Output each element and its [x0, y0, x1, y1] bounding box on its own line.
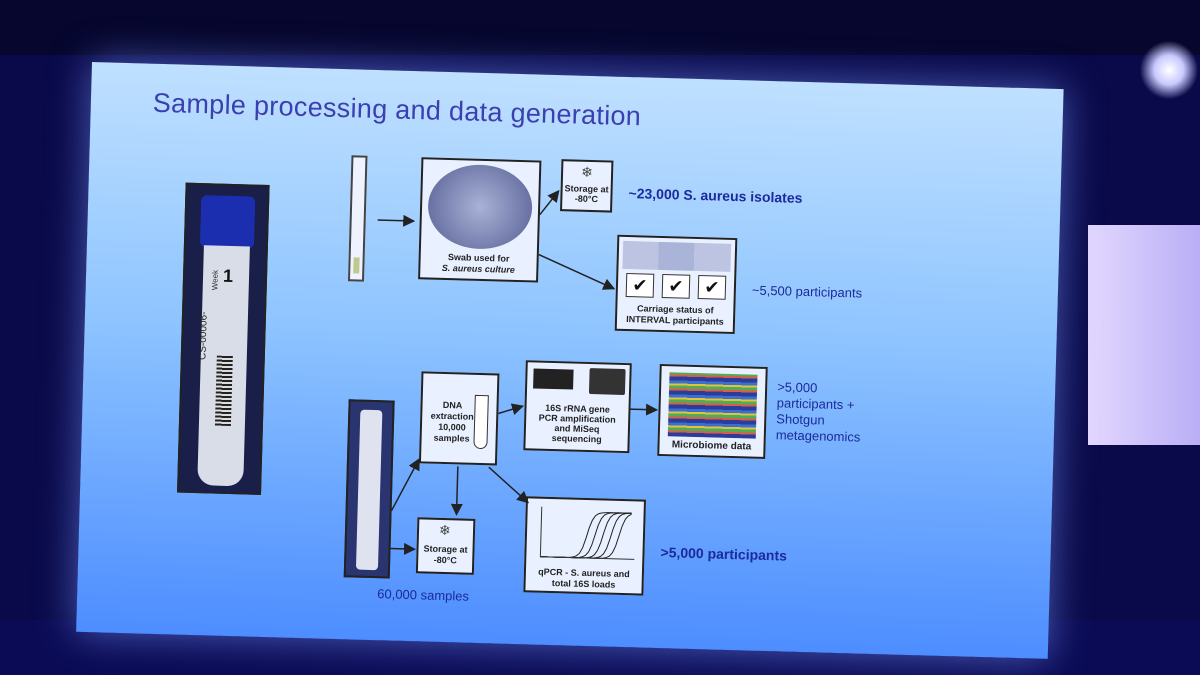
- flow-arrows: [377, 189, 659, 555]
- arrow-icon: [377, 214, 416, 227]
- side-screen: [1088, 225, 1200, 445]
- arrow-icon: [390, 457, 420, 511]
- arrow-icon: [539, 189, 560, 216]
- arrow-icon: [488, 466, 529, 504]
- ceiling: [0, 0, 1200, 55]
- arrow-icon: [450, 466, 463, 516]
- arrow-icon: [498, 403, 524, 415]
- arrow-icon: [390, 542, 417, 555]
- arrow-icon: [538, 253, 616, 290]
- qpcr-curves: [539, 506, 635, 560]
- qpcr-box: qPCR - S. aureus and total 16S loads: [523, 496, 646, 596]
- projected-slide: Sample processing and data generation We…: [76, 62, 1064, 659]
- arrow-icon: [630, 403, 659, 416]
- stage-light: [1140, 40, 1198, 100]
